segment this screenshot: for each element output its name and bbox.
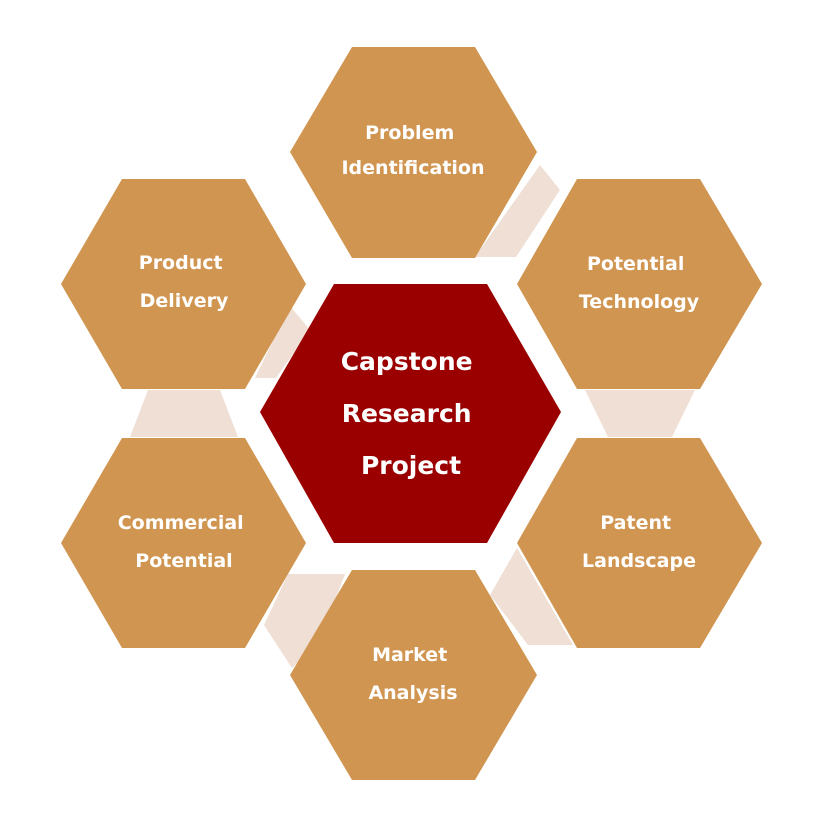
connector-delivery-center: [255, 306, 310, 378]
label-line: Commercial: [118, 512, 244, 534]
label-center: Capstone Research Project: [341, 347, 482, 480]
connector-patent-market: [490, 548, 573, 645]
hex-problem-identification: [290, 47, 537, 258]
hex-product-delivery: [61, 179, 306, 389]
label-line: Analysis: [368, 682, 457, 704]
connector-commercial-delivery: [130, 390, 238, 437]
label-problem-identification: Problem Identification: [341, 122, 484, 179]
hex-market-analysis: [290, 570, 537, 780]
center-label-line: Project: [361, 451, 461, 480]
label-potential-technology: Potential Technology: [579, 253, 700, 313]
label-product-delivery: Product Delivery: [139, 252, 229, 312]
label-line: Market: [372, 644, 447, 666]
label-line: Problem: [365, 122, 454, 144]
label-line: Patent: [600, 512, 671, 534]
label-commercial-potential: Commercial Potential: [118, 512, 251, 572]
label-line: Potential: [135, 550, 232, 572]
label-patent-landscape: Patent Landscape: [582, 512, 696, 572]
connector-technology-patent: [585, 390, 695, 437]
center-label-line: Capstone: [341, 347, 473, 376]
label-line: Delivery: [140, 290, 229, 312]
center-label-line: Research: [342, 399, 472, 428]
hex-center: [260, 284, 561, 543]
label-line: Product: [139, 252, 223, 274]
label-line: Landscape: [582, 550, 696, 572]
label-line: Identification: [341, 157, 484, 179]
label-market-analysis: Market Analysis: [368, 644, 457, 704]
hex-commercial-potential: [61, 438, 306, 648]
hex-potential-technology: [517, 179, 762, 389]
hex-patent-landscape: [517, 438, 762, 648]
connector-market-commercial: [264, 574, 345, 668]
label-line: Potential: [587, 253, 684, 275]
connector-problem-technology: [475, 165, 560, 257]
label-line: Technology: [579, 291, 700, 313]
